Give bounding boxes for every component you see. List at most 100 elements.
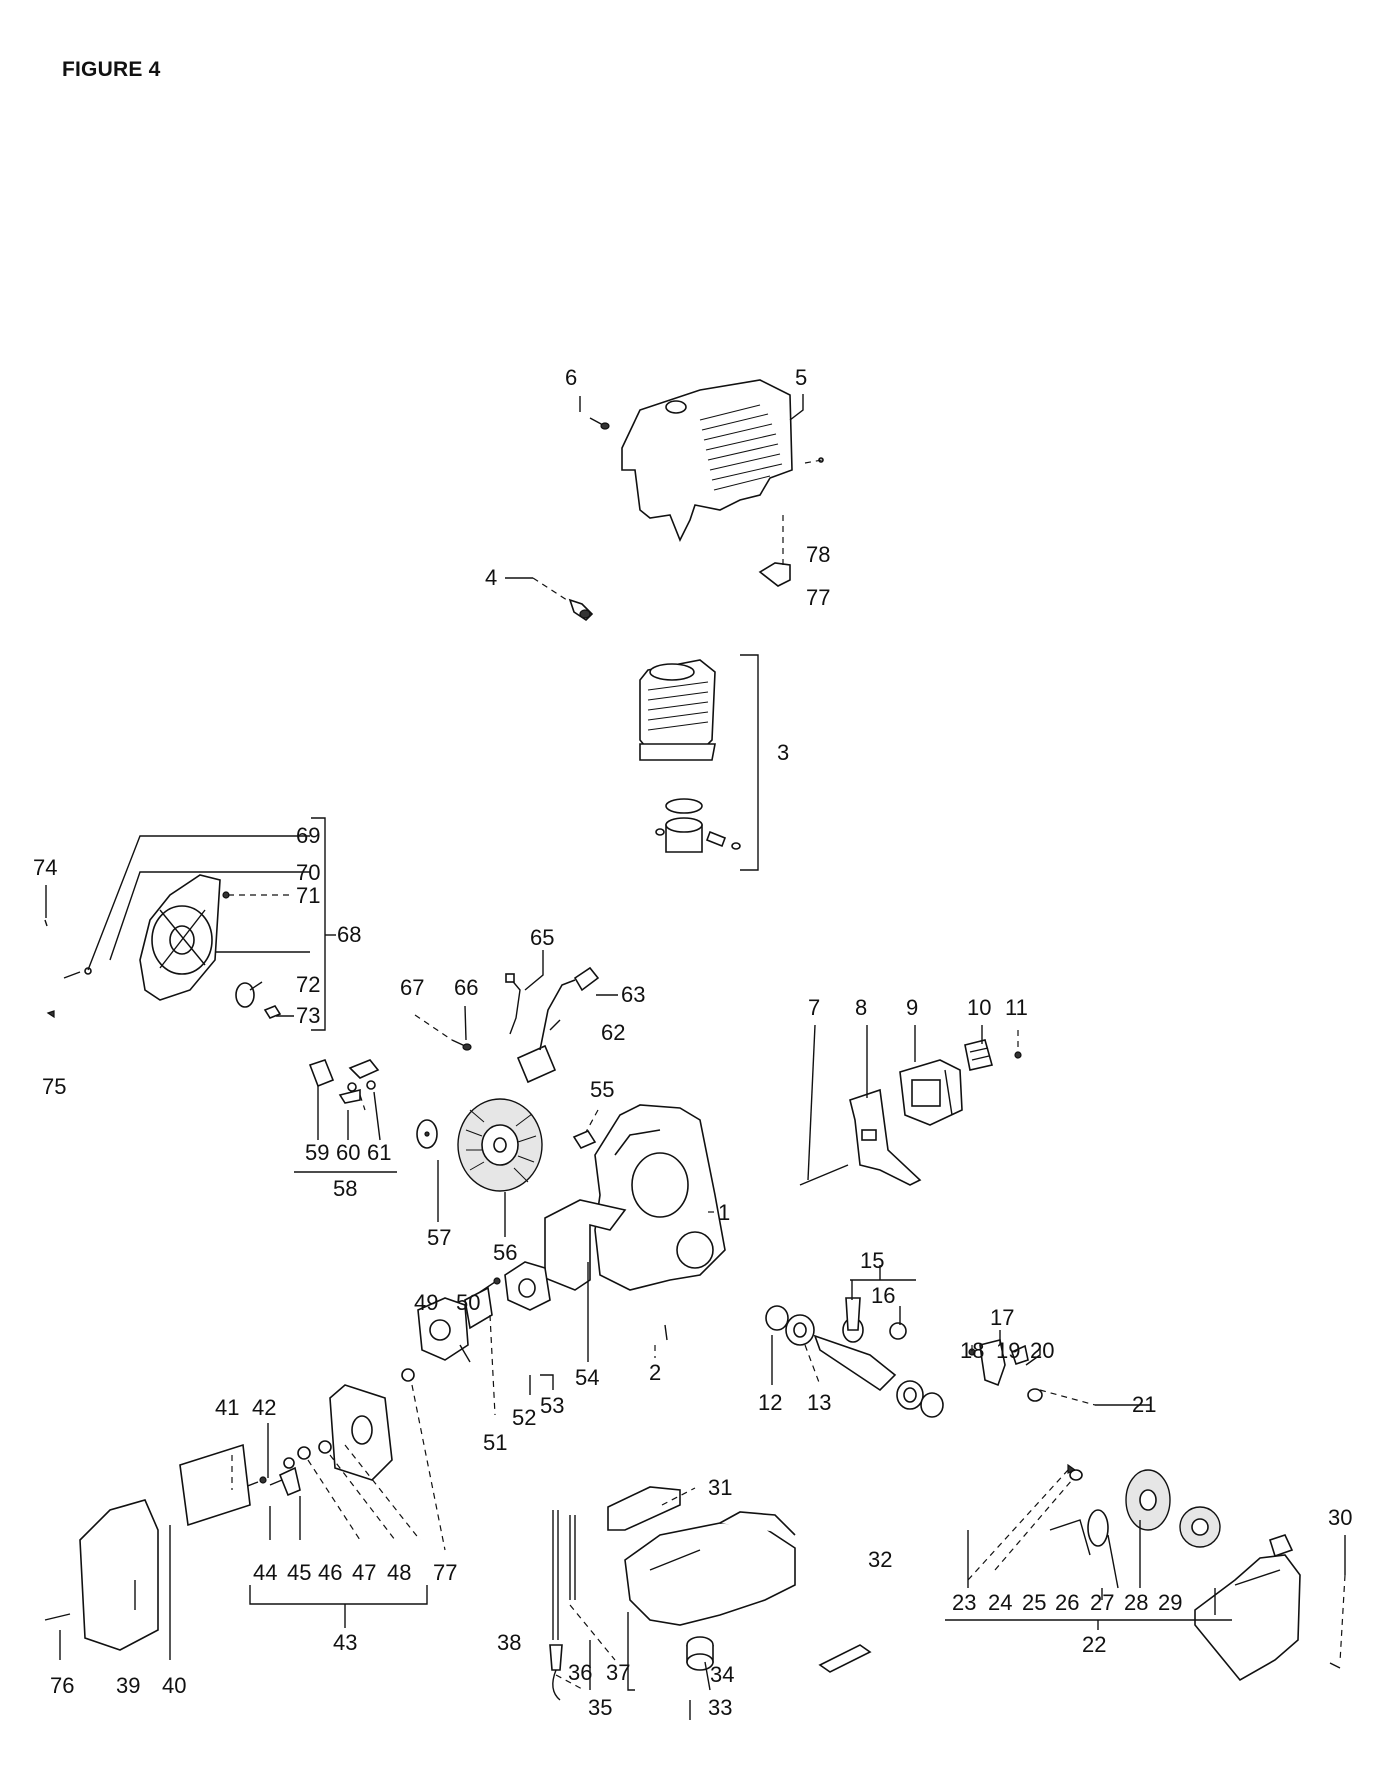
callout-23: 23 [952, 1590, 976, 1615]
callout-72: 72 [296, 972, 320, 997]
callout-73: 73 [296, 1003, 320, 1028]
callout-24: 24 [988, 1590, 1012, 1615]
screw-66-part [451, 1039, 472, 1051]
callout-17: 17 [990, 1305, 1014, 1330]
muffler-part [899, 1059, 963, 1126]
cylinder-part [639, 659, 716, 761]
piston-part [655, 798, 741, 853]
pawl-assembly-part [308, 1059, 380, 1104]
starter-housing-part [139, 874, 221, 1001]
insulator-part [504, 1261, 551, 1311]
bolt-7-part [799, 1164, 849, 1186]
callout-40: 40 [162, 1673, 186, 1698]
callout-15: 15 [860, 1248, 884, 1273]
choke-parts [269, 1440, 332, 1497]
callout-21: 21 [1132, 1392, 1156, 1417]
callout-18: 18 [960, 1338, 984, 1363]
figure-title: FIGURE 4 [62, 58, 161, 81]
callout-49: 49 [414, 1290, 438, 1315]
callout-7: 7 [808, 995, 820, 1020]
fuel-tank-part [624, 1511, 796, 1626]
callout-22: 22 [1082, 1632, 1106, 1657]
screw-72-part [63, 971, 81, 979]
screw-2-part [664, 1324, 668, 1341]
callout-39: 39 [116, 1673, 140, 1698]
callout-66: 66 [454, 975, 478, 1000]
nut-11-part [1014, 1051, 1022, 1059]
callout-75: 75 [42, 1074, 66, 1099]
callout-45: 45 [287, 1560, 311, 1585]
callout-12: 12 [758, 1390, 782, 1415]
callout-6: 6 [565, 365, 577, 390]
screw-49-part [479, 1277, 501, 1293]
callout-44: 44 [253, 1560, 277, 1585]
callout-67: 67 [400, 975, 424, 1000]
callout-48: 48 [387, 1560, 411, 1585]
callout-37: 37 [606, 1660, 630, 1685]
spark-plug-part [568, 598, 594, 622]
nut-part [84, 967, 92, 975]
plate-31-part [607, 1486, 681, 1531]
callout-55: 55 [590, 1077, 614, 1102]
carburetor-part [417, 1297, 471, 1363]
callout-52: 52 [512, 1405, 536, 1430]
screw-30-part [1329, 1662, 1341, 1669]
callout-32: 32 [868, 1547, 892, 1572]
callout-4: 4 [485, 565, 497, 590]
callout-36: 36 [568, 1660, 592, 1685]
callout-19: 19 [996, 1338, 1020, 1363]
callout-78: 78 [806, 542, 830, 567]
air-filter-part [179, 1443, 251, 1527]
callout-38: 38 [497, 1630, 521, 1655]
fuel-lines-part [549, 1510, 576, 1701]
muffler-screen-part [964, 1039, 993, 1071]
callout-1: 1 [718, 1200, 730, 1225]
callout-26: 26 [1055, 1590, 1079, 1615]
callout-9: 9 [906, 995, 918, 1020]
starter-cover-part [1194, 1534, 1301, 1682]
callout-11: 11 [1005, 995, 1028, 1020]
callout-46: 46 [318, 1560, 342, 1585]
callout-43: 43 [333, 1630, 357, 1655]
shroud-screw-part [589, 417, 610, 430]
callout-61: 61 [367, 1140, 391, 1165]
callout-42: 42 [252, 1395, 276, 1420]
starter-recoil-part [1049, 1463, 1221, 1556]
screw-76-part [44, 1613, 71, 1621]
callout-70: 70 [296, 860, 320, 885]
pin-74-part [44, 919, 48, 927]
callout-65: 65 [530, 925, 554, 950]
crankcase-part [594, 1104, 726, 1291]
wire-65-part [505, 973, 521, 1035]
engine-shroud-part [621, 379, 793, 542]
callout-25: 25 [1022, 1590, 1046, 1615]
callout-62: 62 [601, 1020, 625, 1045]
washer-57-hole [424, 1131, 430, 1137]
callout-27: 27 [1090, 1590, 1114, 1615]
fuel-cap-part [686, 1636, 714, 1671]
callout-41: 41 [215, 1395, 239, 1420]
air-filter-base-part [329, 1384, 393, 1481]
callout-34: 34 [710, 1662, 734, 1687]
callout-76: 76 [50, 1673, 74, 1698]
callout-3: 3 [777, 740, 789, 765]
leader-lines [45, 394, 1346, 1720]
callout-16: 16 [871, 1283, 895, 1308]
heat-shield-part [544, 1199, 627, 1291]
callout-13: 13 [807, 1390, 831, 1415]
callout-31: 31 [708, 1475, 732, 1500]
key-55-part [572, 1129, 597, 1150]
callout-5: 5 [795, 365, 807, 390]
callout-labels: 6 5 78 77 4 3 69 70 71 68 72 73 74 75 65… [33, 365, 1352, 1720]
callout-68: 68 [337, 922, 361, 947]
callout-35: 35 [588, 1695, 612, 1720]
callout-29: 29 [1158, 1590, 1182, 1615]
air-filter-cover-part [79, 1499, 159, 1651]
callout-47: 47 [352, 1560, 376, 1585]
starter-handle-part [235, 981, 263, 1008]
callout-60: 60 [336, 1140, 360, 1165]
callout-56: 56 [493, 1240, 517, 1265]
callout-77-top: 77 [806, 585, 830, 610]
flywheel-part [457, 1098, 543, 1192]
callout-50: 50 [456, 1290, 480, 1315]
